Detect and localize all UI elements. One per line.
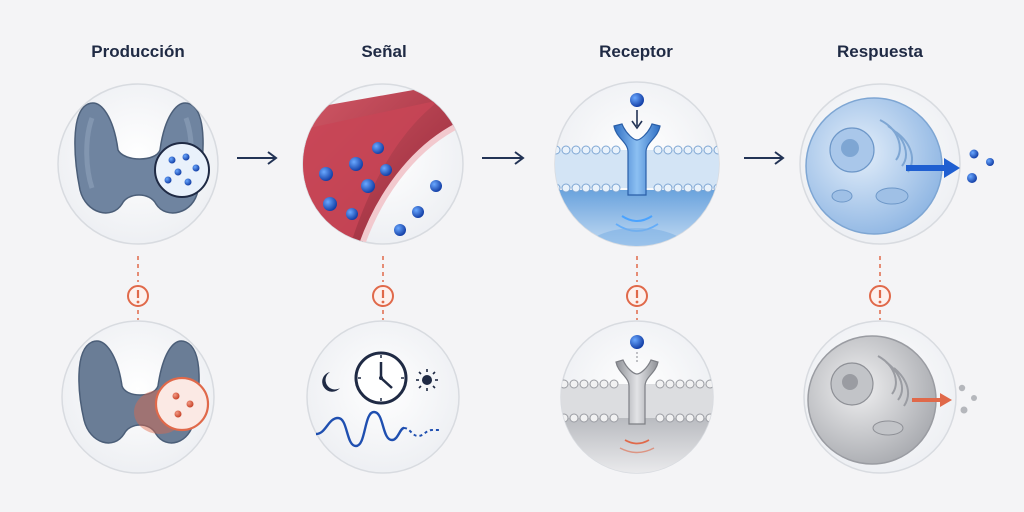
exclamation-warning-icon: [373, 286, 393, 306]
thyroid-gland-impaired-icon: [62, 321, 214, 473]
membrane-receptor-binding-icon: [550, 82, 730, 272]
arrow-right-icon: [237, 152, 276, 164]
dashed-connectors: [138, 256, 880, 320]
cell-response-reduced-icon: [804, 321, 977, 473]
membrane-receptor-inactive-icon: [558, 321, 718, 478]
cell-response-active-icon: [800, 84, 994, 244]
arrow-right-icon: [744, 152, 783, 164]
thyroid-gland-normal-icon: [58, 84, 218, 244]
exclamation-warning-icon: [870, 286, 890, 306]
circadian-clock-waveform-icon: [307, 321, 459, 473]
arrow-right-icon: [482, 152, 523, 164]
blood-vessel-hormones-icon: [300, 80, 470, 250]
exclamation-warning-icon: [128, 286, 148, 306]
exclamation-warning-icon: [627, 286, 647, 306]
